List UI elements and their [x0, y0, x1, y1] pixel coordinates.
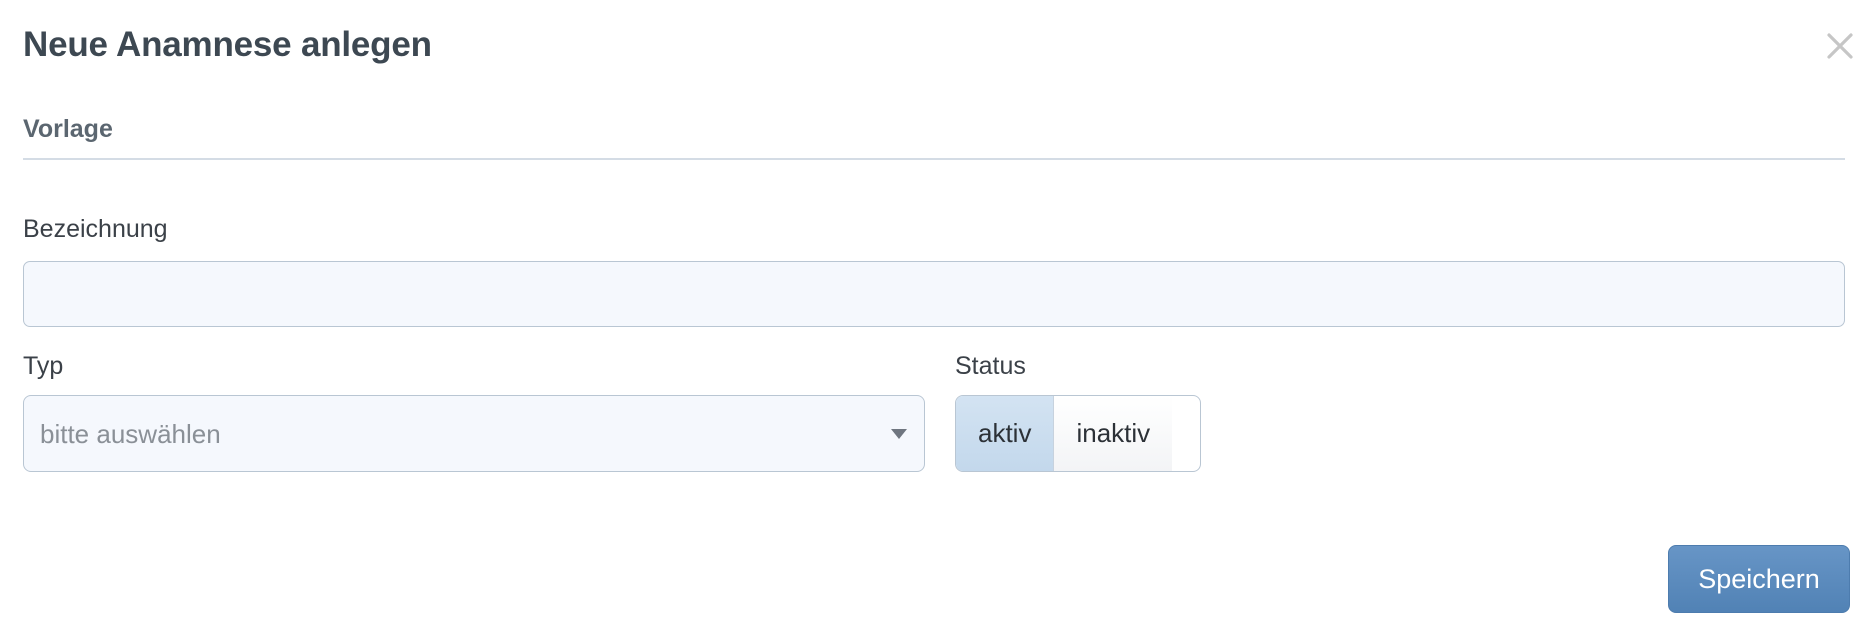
typ-select[interactable]: bitte auswählen [23, 395, 925, 472]
typ-select-wrap: bitte auswählen [23, 395, 925, 472]
typ-select-value: bitte auswählen [40, 418, 221, 449]
section-heading: Vorlage [23, 115, 113, 143]
status-option-inaktiv[interactable]: inaktiv [1053, 396, 1173, 471]
dialog-footer: Speichern [0, 530, 1870, 638]
close-icon [1825, 31, 1855, 61]
status-option-aktiv[interactable]: aktiv [956, 396, 1054, 471]
section-divider [23, 158, 1845, 160]
field-bezeichnung: Bezeichnung [23, 213, 1845, 327]
status-label: Status [955, 352, 1026, 380]
bezeichnung-input[interactable] [23, 261, 1845, 327]
status-toggle-group: aktiv inaktiv [955, 395, 1201, 472]
typ-label: Typ [23, 352, 64, 380]
save-button[interactable]: Speichern [1668, 545, 1850, 613]
field-typ: Typ bitte auswählen [23, 350, 925, 472]
dialog-header: Neue Anamnese anlegen [0, 0, 1870, 100]
dialog-title: Neue Anamnese anlegen [23, 25, 432, 64]
field-status: Status aktiv inaktiv [955, 350, 1201, 472]
bezeichnung-label: Bezeichnung [23, 215, 168, 243]
close-button[interactable] [1818, 24, 1862, 68]
chevron-down-icon [891, 428, 907, 439]
section-vorlage: Vorlage [23, 112, 1847, 160]
